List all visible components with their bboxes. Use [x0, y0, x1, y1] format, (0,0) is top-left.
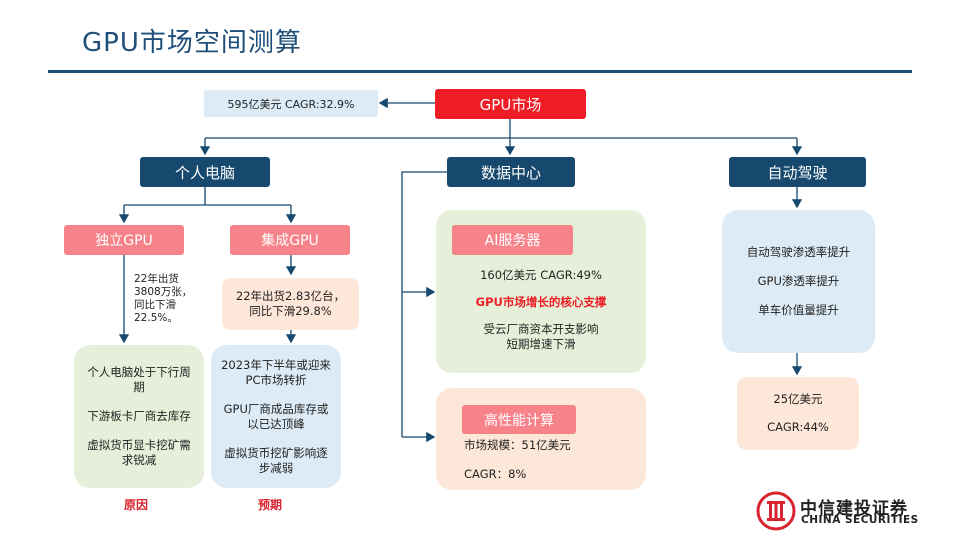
- ai-server-note: 受云厂商资本开支影响: [483, 322, 599, 336]
- ai-server-core-support: GPU市场增长的核心支撑: [475, 295, 607, 309]
- auto-driver-item: 自动驾驶渗透率提升: [746, 245, 851, 259]
- datacenter-node: 数据中心: [447, 157, 575, 187]
- hpc-node: 高性能计算: [462, 405, 576, 434]
- hpc-label: 高性能计算: [484, 412, 554, 429]
- reason-item: 下游板卡厂商去库存: [87, 409, 191, 423]
- datacenter-label: 数据中心: [480, 163, 541, 182]
- outlook-caption: 预期: [258, 498, 283, 512]
- outlook-item: GPU厂商成品库存或以已达顶峰: [223, 401, 329, 431]
- china-securities-logo-icon: [756, 491, 796, 531]
- integrated-gpu-stat-line: 同比下滑29.8%: [249, 304, 332, 318]
- pc-label: 个人电脑: [174, 163, 235, 182]
- discrete-gpu-stat: 22年出货 3808万张， 同比下滑 22.5%。: [134, 273, 204, 325]
- market-total-stat-text: 595亿美元 CAGR:32.9%: [227, 97, 355, 111]
- discrete-gpu-stat-line: 同比下滑: [134, 299, 176, 311]
- auto-driver-item: GPU渗透率提升: [757, 274, 840, 288]
- discrete-gpu-node: 独立GPU: [64, 225, 184, 255]
- outlook-panel: 2023年下半年或迎来PC市场转折 GPU厂商成品库存或以已达顶峰 虚拟货币挖矿…: [211, 345, 341, 488]
- logo-text-cn: 中信建投证券: [800, 499, 908, 519]
- reasons-panel: 个人电脑处于下行周期 下游板卡厂商去库存 虚拟货币显卡挖矿需求锐减: [74, 345, 204, 488]
- ai-server-node: AI服务器: [452, 225, 573, 255]
- discrete-gpu-stat-line: 22.5%。: [134, 312, 178, 324]
- discrete-gpu-label: 独立GPU: [95, 233, 153, 249]
- reasons-caption: 原因: [124, 498, 149, 512]
- auto-market-size: 25亿美元: [773, 392, 823, 406]
- discrete-gpu-stat-line: 3808万张，: [134, 286, 193, 298]
- hpc-panel: 市场规模：51亿美元 CAGR：8%: [436, 388, 646, 490]
- integrated-gpu-stat-line: 22年出货2.83亿台，: [235, 289, 346, 303]
- auto-drivers-panel: 自动驾驶渗透率提升 GPU渗透率提升 单车价值量提升: [722, 210, 875, 353]
- page-title: GPU市场空间测算: [82, 28, 302, 58]
- autonomous-driving-node: 自动驾驶: [729, 157, 866, 187]
- ai-server-size: 160亿美元 CAGR:49%: [480, 268, 602, 282]
- gpu-market-node: GPU市场: [435, 89, 586, 119]
- title-divider: [48, 70, 912, 73]
- reason-item: 虚拟货币显卡挖矿需求锐减: [87, 438, 191, 467]
- outlook-item: 虚拟货币挖矿影响逐步减弱: [224, 445, 328, 475]
- pc-node: 个人电脑: [140, 157, 270, 187]
- gpu-market-label: GPU市场: [479, 95, 542, 114]
- outlook-item: 2023年下半年或迎来PC市场转折: [221, 357, 331, 387]
- ai-server-label: AI服务器: [484, 233, 541, 249]
- logo-text-en: CHINA SECURITIES: [801, 514, 919, 526]
- auto-market-cagr: CAGR:44%: [767, 420, 829, 434]
- autonomous-driving-label: 自动驾驶: [767, 163, 828, 182]
- auto-market-panel: 25亿美元 CAGR:44%: [737, 377, 859, 450]
- market-total-stat: 595亿美元 CAGR:32.9%: [204, 90, 378, 117]
- reason-item: 个人电脑处于下行周期: [87, 365, 191, 394]
- auto-driver-item: 单车价值量提升: [758, 303, 839, 317]
- discrete-gpu-stat-line: 22年出货: [134, 273, 179, 285]
- integrated-gpu-label: 集成GPU: [261, 233, 319, 249]
- hpc-size: 市场规模：51亿美元: [464, 438, 571, 452]
- integrated-gpu-stat-box: 22年出货2.83亿台， 同比下滑29.8%: [222, 278, 359, 330]
- integrated-gpu-node: 集成GPU: [230, 225, 350, 255]
- hpc-cagr: CAGR：8%: [464, 467, 527, 481]
- ai-server-note: 短期增速下滑: [506, 337, 576, 351]
